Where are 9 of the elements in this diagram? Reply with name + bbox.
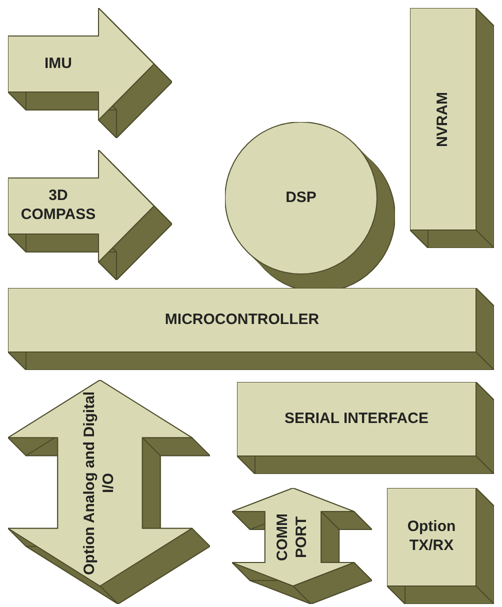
block-label: 3D COMPASS bbox=[20, 187, 97, 225]
block-label: COMM PORT bbox=[274, 512, 311, 563]
block-label: Option TX/RX bbox=[406, 518, 457, 556]
block-label: MICROCONTROLLER bbox=[164, 310, 320, 330]
block-label: Option Analog and Digital I/O bbox=[81, 390, 118, 577]
block-label: DSP bbox=[286, 188, 316, 208]
block-label: NVRAM bbox=[434, 92, 452, 146]
block-label: SERIAL INTERFACE bbox=[284, 410, 428, 428]
block-label: IMU bbox=[44, 54, 72, 74]
